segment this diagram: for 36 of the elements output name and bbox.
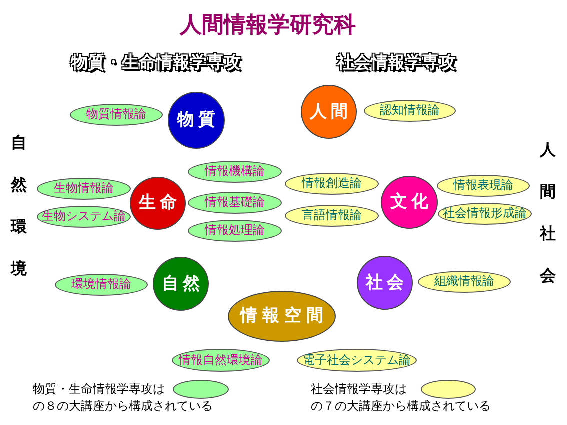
legend-text: 物質・生命情報学専攻はの８の大講座から構成されている [33,381,214,415]
topic-label: 情報表現論 [454,179,514,193]
topic-oval [438,203,532,225]
category-circle [130,177,186,230]
department-heading: 物質・生命情報学専攻 [71,51,241,74]
legend-text: 社会情報学専攻はの７の大講座から構成されている [311,381,492,415]
category-label: 文化 [390,193,432,212]
topic-label: 組織情報論 [434,275,494,289]
topic-label: 物質情報論 [86,108,146,122]
category-label: 自然 [161,274,204,294]
topic-label: 生物情報論 [54,182,114,196]
category-label: 人間 [308,102,352,122]
topic-label: 生物システム論 [42,210,126,224]
department-heading: 社会情報学専攻 [337,52,456,74]
topic-oval [437,175,530,197]
topic-label: 電子社会システム論 [303,354,411,368]
topic-oval [37,206,131,228]
topic-label: 情報創造論 [302,177,362,191]
topic-oval [37,178,131,200]
category-label: 物質 [176,111,220,130]
topic-oval [285,205,379,227]
topic-label: 情報処理論 [205,224,265,238]
center-label: 情報空間 [238,307,328,326]
topic-label: 認知情報論 [380,104,440,118]
vertical-label: 自然環境 [11,132,27,280]
category-label: 生命 [138,194,181,213]
topic-label: 情報基礎論 [205,196,265,210]
topic-label: 言語情報論 [302,209,362,223]
topic-label: 情報機構論 [205,165,265,179]
page-title: 人間情報学研究科 [180,12,356,40]
topic-label: 社会情報形成論 [443,207,527,221]
topic-oval [188,192,282,214]
category-label: 社会 [364,274,408,292]
topic-label: 環境情報論 [72,278,132,292]
topic-label: 情報自然環境論 [179,354,263,368]
vertical-label: 人間社会 [540,139,556,287]
